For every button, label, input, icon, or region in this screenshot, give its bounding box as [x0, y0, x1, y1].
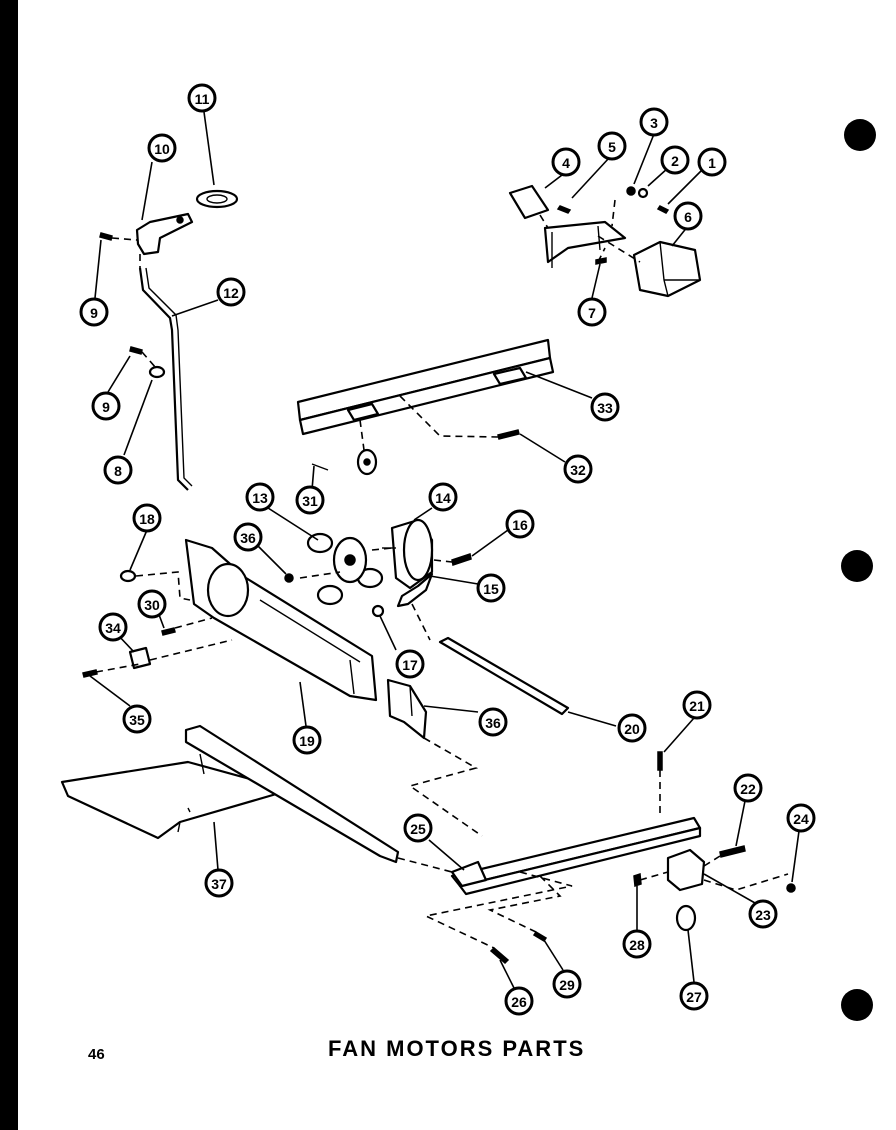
callout-label: 6: [684, 209, 692, 225]
callout-9: 9: [91, 391, 121, 421]
callout-5: 5: [597, 131, 627, 161]
callout-label: 14: [435, 490, 451, 506]
callout-label: 30: [144, 597, 160, 613]
callout-label: 16: [512, 517, 528, 533]
callout-20: 20: [617, 713, 647, 743]
callout-label: 4: [562, 155, 570, 171]
callout-27: 27: [679, 981, 709, 1011]
callout-label: 9: [90, 305, 98, 321]
callout-2: 2: [660, 145, 690, 175]
callout-28: 28: [622, 929, 652, 959]
callout-label: 37: [211, 876, 227, 892]
callout-13: 13: [245, 482, 275, 512]
callout-label: 10: [154, 141, 170, 157]
part-drawings: [60, 184, 796, 965]
callout-29: 29: [552, 969, 582, 999]
callout-25: 25: [403, 813, 433, 843]
callout-label: 1: [708, 155, 716, 171]
callout-label: 36: [485, 715, 501, 731]
callout-label: 27: [686, 989, 702, 1005]
callout-label: 8: [114, 463, 122, 479]
callout-36: 36: [233, 522, 263, 552]
callout-label: 21: [689, 698, 705, 714]
callout-12: 12: [216, 277, 246, 307]
callout-32: 32: [563, 454, 593, 484]
callout-label: 35: [129, 712, 145, 728]
callout-35: 35: [122, 704, 152, 734]
callout-label: 26: [511, 994, 527, 1010]
callout-label: 22: [740, 781, 756, 797]
callout-26: 26: [504, 986, 534, 1016]
callout-6: 6: [673, 201, 703, 231]
callout-33: 33: [590, 392, 620, 422]
callout-4: 4: [551, 147, 581, 177]
callout-label: 12: [223, 285, 239, 301]
callout-3: 3: [639, 107, 669, 137]
callout-label: 17: [402, 657, 418, 673]
callout-label: 5: [608, 139, 616, 155]
callout-9: 9: [79, 297, 109, 327]
callout-34: 34: [98, 612, 128, 642]
leader-lines: [89, 111, 800, 989]
callout-24: 24: [786, 803, 816, 833]
callout-label: 11: [195, 91, 210, 107]
callout-label: 23: [755, 907, 771, 923]
callout-label: 20: [624, 721, 640, 737]
punch-hole: [841, 550, 873, 582]
callout-label: 29: [559, 977, 575, 993]
callout-label: 25: [410, 821, 426, 837]
punch-hole: [844, 119, 876, 151]
callout-37: 37: [204, 868, 234, 898]
callout-36: 36: [478, 707, 508, 737]
callout-label: 15: [483, 581, 499, 597]
exploded-parts-diagram: 1234567899101112131415161718192021222324…: [60, 83, 876, 1021]
callout-22: 22: [733, 773, 763, 803]
diagram-title: FAN MOTORS PARTS: [328, 1036, 586, 1061]
callout-label: 28: [629, 937, 645, 953]
callout-label: 33: [597, 400, 613, 416]
callout-1: 1: [697, 147, 727, 177]
callout-18: 18: [132, 503, 162, 533]
callout-label: 3: [650, 115, 658, 131]
callout-31: 31: [295, 485, 325, 515]
callout-19: 19: [292, 725, 322, 755]
callout-label: 24: [793, 811, 809, 827]
callout-label: 13: [252, 490, 268, 506]
callout-label: 2: [671, 153, 679, 169]
callout-label: 18: [139, 511, 155, 527]
callout-label: 34: [105, 620, 121, 636]
callout-15: 15: [476, 573, 506, 603]
callout-14: 14: [428, 482, 458, 512]
callout-16: 16: [505, 509, 535, 539]
callout-label: 9: [102, 399, 110, 415]
callout-label: 7: [588, 305, 596, 321]
callout-11: 11: [187, 83, 217, 113]
callout-10: 10: [147, 133, 177, 163]
callout-label: 31: [302, 493, 318, 509]
callout-label: 19: [299, 733, 315, 749]
callout-30: 30: [137, 589, 167, 619]
callout-23: 23: [748, 899, 778, 929]
callout-label: 36: [240, 530, 256, 546]
callout-label: 32: [570, 462, 586, 478]
punch-hole: [841, 989, 873, 1021]
page-number: 46: [88, 1046, 105, 1063]
callout-21: 21: [682, 690, 712, 720]
callout-17: 17: [395, 649, 425, 679]
callout-8: 8: [103, 455, 133, 485]
callout-7: 7: [577, 297, 607, 327]
